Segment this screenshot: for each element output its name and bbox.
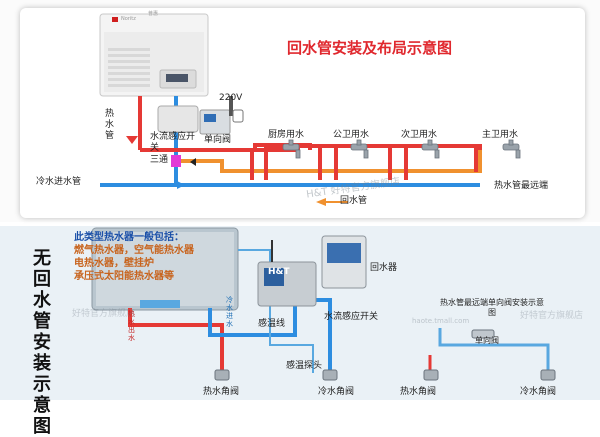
temp-probe-label: 感温探头 [286, 361, 323, 371]
note-line-4: 承压式太阳能热水器等 [74, 271, 174, 282]
return-unit-label: 回水器 [370, 263, 398, 273]
watermark-bottom-right: 好特官方旗舰店 [520, 311, 584, 321]
return-controller-top [157, 96, 244, 135]
heater-brand-text: Noritz [121, 16, 136, 22]
vertical-title: 无回水管安装示意图 [33, 248, 51, 437]
controller-logo: H&T [268, 267, 290, 277]
cold-in-label: 冷水进水 [226, 296, 233, 328]
angle-valves [214, 329, 556, 381]
note-line-2: 燃气热水器，空气能热水器 [74, 245, 194, 256]
outlet-label-public-bath: 公卫用水 [333, 130, 370, 140]
flow-switch-label-bottom: 水流感应开关 [324, 312, 379, 322]
cold-valve-label: 冷水角阀 [318, 387, 355, 397]
cold-valve-label-2: 冷水角阀 [520, 387, 557, 397]
heater-type-note: 此类型热水器一般包括： 燃气热水器，空气能热水器 电热水器，壁挂炉 承压式太阳能… [74, 231, 194, 283]
outlet-label-kitchen: 厨房用水 [268, 130, 305, 140]
flow-switch-label-top: 水流感应开关 [150, 132, 196, 153]
return-unit [257, 235, 367, 307]
watermark-url: haote.tmall.com [412, 317, 470, 325]
tee-label: 三通 [150, 155, 169, 165]
heater-mark-text: 普惠 [148, 11, 159, 17]
cold-inlet-label: 冷水进水管 [36, 177, 82, 187]
watermark-bottom-left: 好特官方旗舰店 [72, 309, 136, 319]
water-heater-bottom [91, 227, 239, 311]
hot-out-label: 热水出水 [128, 310, 135, 342]
outlet-label-second-bath: 次卫用水 [401, 130, 438, 140]
note-line-1: 此类型热水器一般包括： [74, 232, 184, 243]
pipe-diagram [0, 13, 600, 400]
check-valve-title: 热水管最远端单向阀安装示意图 [440, 298, 544, 317]
check-valve-label-bottom: 单向阀 [475, 336, 499, 345]
flow-arrows [126, 130, 348, 206]
hot-valve-label-2: 热水角阀 [400, 387, 437, 397]
faucets [282, 139, 521, 159]
check-valve-label-top: 单向阀 [204, 135, 232, 145]
top-diagram-title: 回水管安装及布局示意图 [287, 39, 453, 57]
outlet-label-master-bath: 主卫用水 [482, 130, 519, 140]
return-pipe-label: 回水管 [340, 196, 368, 206]
water-heater-top [99, 13, 209, 97]
note-line-3: 电热水器，壁挂炉 [74, 258, 154, 269]
hot-water-pipe-label: 热水管 [105, 109, 115, 141]
bottom-pipes [128, 249, 550, 373]
hot-valve-label: 热水角阀 [203, 387, 240, 397]
power-label: 220V [219, 93, 243, 103]
far-end-label: 热水管最远端 [494, 181, 549, 191]
temp-wire-label: 感温线 [258, 319, 286, 329]
